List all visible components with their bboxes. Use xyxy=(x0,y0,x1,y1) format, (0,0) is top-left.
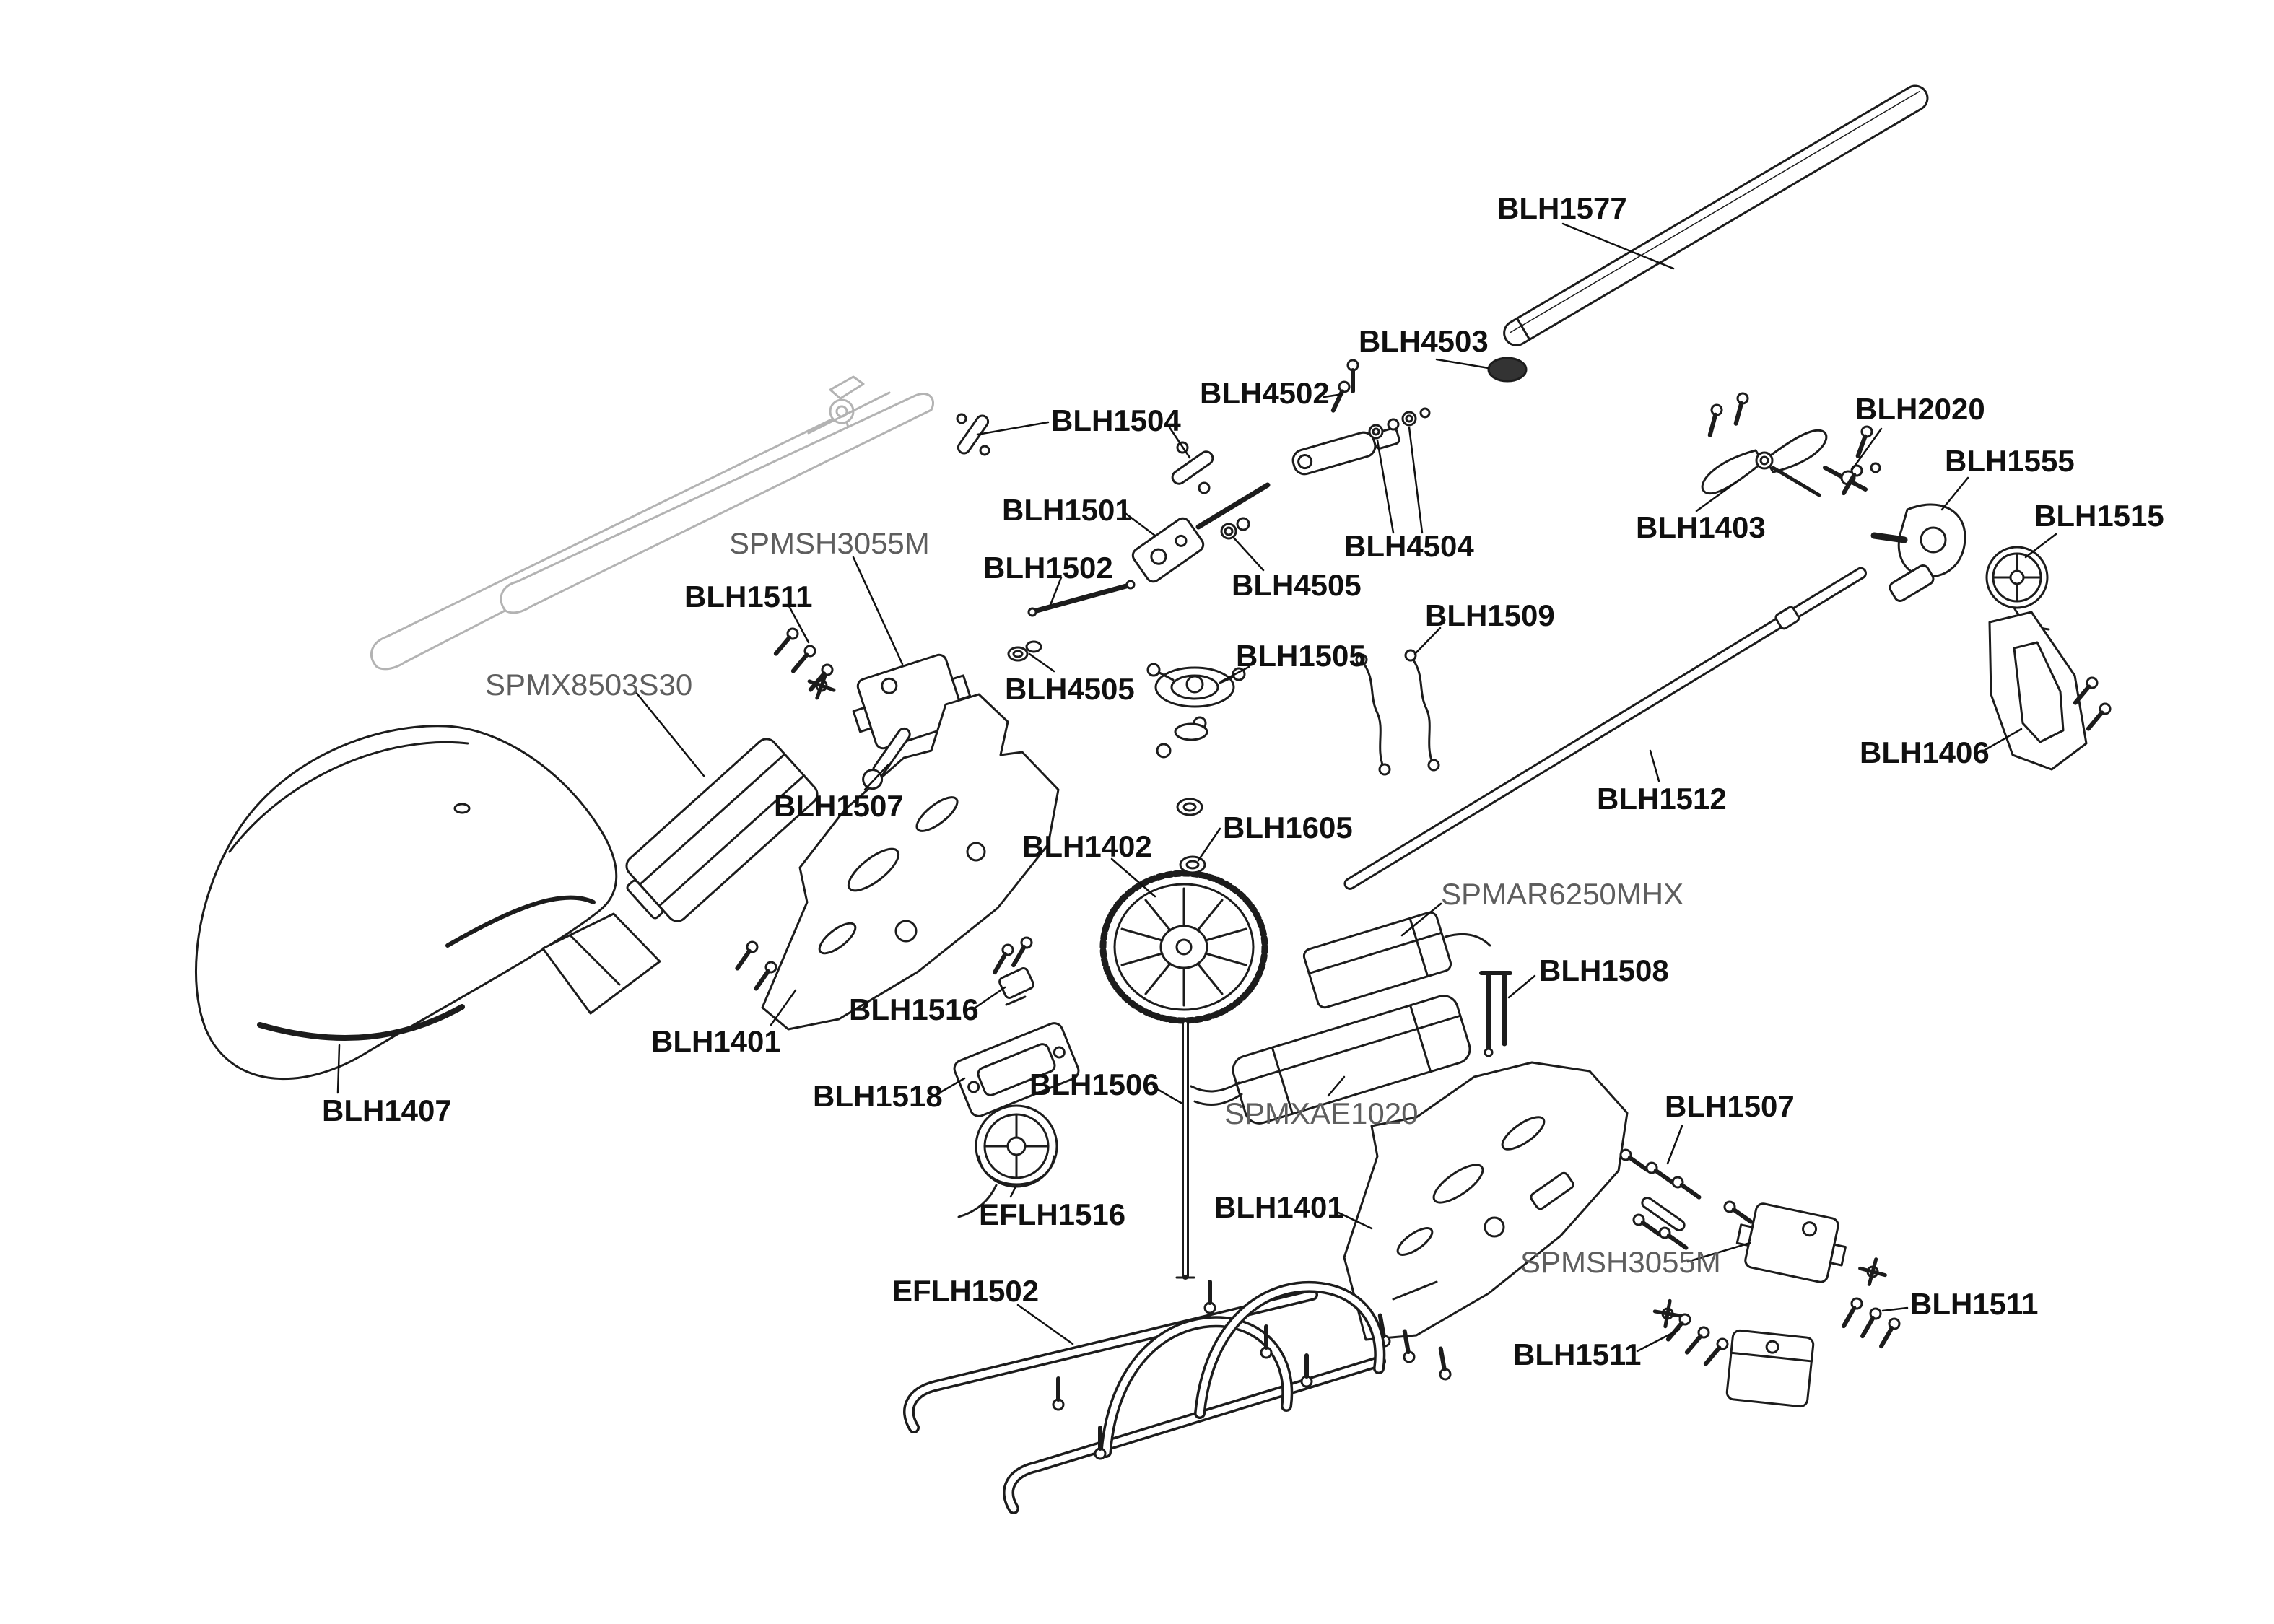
part-label-blh1402: BLH1402 xyxy=(1022,829,1152,863)
part-label-blh1506: BLH1506 xyxy=(1029,1068,1159,1101)
part-label-spmsh3055m-front: SPMSH3055M xyxy=(729,526,930,560)
rotor-head xyxy=(956,380,1431,662)
part-label-blh1504: BLH1504 xyxy=(1051,403,1181,437)
boom-mount-disc xyxy=(1348,357,1528,391)
servo-front xyxy=(805,653,972,750)
part-label-blh1403: BLH1403 xyxy=(1636,510,1766,544)
main-frame-front xyxy=(733,693,1060,1031)
main-frame-rear xyxy=(1343,1061,1629,1380)
servo-rear xyxy=(1735,1202,1901,1349)
part-label-blh1518: BLH1518 xyxy=(813,1079,943,1113)
part-label-blh1507-left: BLH1507 xyxy=(774,789,904,823)
anti-rotation-bracket xyxy=(990,935,1034,1006)
battery xyxy=(625,738,819,922)
canopy-mount-pins xyxy=(1479,971,1512,1057)
part-label-blh1511-right: BLH1511 xyxy=(1910,1287,2039,1321)
part-label-blh2020: BLH2020 xyxy=(1855,392,1985,426)
part-label-blh1605: BLH1605 xyxy=(1223,811,1353,844)
tail-gearbox xyxy=(1839,463,1966,602)
frame-bottom-plate xyxy=(953,1022,1080,1117)
receiver xyxy=(1302,911,1491,1009)
tail-drive-shaft xyxy=(1343,567,1867,890)
part-label-blh4504: BLH4504 xyxy=(1344,529,1474,563)
tail-rotor xyxy=(1701,392,1828,497)
part-label-blh4505-upper: BLH4505 xyxy=(1232,568,1362,602)
part-label-blh1407: BLH1407 xyxy=(322,1093,452,1127)
main-shaft xyxy=(1175,1018,1195,1280)
tail-motor xyxy=(1985,546,2050,631)
part-label-spmar6250mhx: SPMAR6250MHX xyxy=(1441,877,1684,911)
motor xyxy=(957,1104,1058,1218)
part-label-blh1406: BLH1406 xyxy=(1860,735,1990,769)
landing-skid xyxy=(903,1282,1386,1514)
part-label-blh1505: BLH1505 xyxy=(1236,639,1366,673)
part-label-blh1511-left: BLH1511 xyxy=(684,580,813,614)
part-label-blh1401-rear: BLH1401 xyxy=(1214,1190,1344,1224)
main-rotor-ghost xyxy=(370,375,934,671)
part-label-blh1502: BLH1502 xyxy=(983,551,1113,585)
part-label-spmxae1020: SPMXAE1020 xyxy=(1224,1096,1419,1130)
foam-pad xyxy=(541,912,661,1015)
tail-boom xyxy=(1503,84,1929,346)
screw-set-rear-frame xyxy=(1619,1148,1754,1252)
part-label-blh4505-lower: BLH4505 xyxy=(1005,672,1135,706)
main-gear xyxy=(1099,870,1268,1024)
part-label-blh4503: BLH4503 xyxy=(1359,324,1489,358)
tail-pushrods xyxy=(1355,649,1440,776)
shaft-collars xyxy=(1176,798,1206,874)
part-label-blh1509: BLH1509 xyxy=(1425,598,1555,632)
esc xyxy=(1190,995,1471,1125)
part-label-blh1577: BLH1577 xyxy=(1497,191,1627,225)
part-label-blh1401-front: BLH1401 xyxy=(651,1024,781,1058)
part-label-spmx8503s30: SPMX8503S30 xyxy=(485,668,693,702)
part-label-eflh1502: EFLH1502 xyxy=(892,1274,1040,1308)
servo-tail xyxy=(1652,1298,1815,1408)
part-label-blh1512: BLH1512 xyxy=(1597,782,1727,816)
part-label-eflh1516: EFLH1516 xyxy=(979,1197,1126,1231)
part-label-blh1555: BLH1555 xyxy=(1945,444,2075,478)
part-label-blh1507-right: BLH1507 xyxy=(1665,1089,1795,1123)
drive-pinion-front xyxy=(862,727,911,790)
tail-fin xyxy=(1988,611,2112,771)
swashplate xyxy=(1146,663,1246,759)
part-label-blh1508: BLH1508 xyxy=(1539,953,1669,987)
part-label-blh1515: BLH1515 xyxy=(2034,499,2164,533)
part-label-blh1516: BLH1516 xyxy=(849,992,979,1026)
part-label-blh1511-bottom: BLH1511 xyxy=(1513,1337,1642,1371)
part-label-blh4502: BLH4502 xyxy=(1200,376,1330,410)
part-label-spmsh3055m-rear: SPMSH3055M xyxy=(1520,1245,1721,1279)
part-label-blh1501: BLH1501 xyxy=(1002,493,1132,527)
leader-lines xyxy=(336,222,2057,1353)
canopy xyxy=(194,725,618,1081)
